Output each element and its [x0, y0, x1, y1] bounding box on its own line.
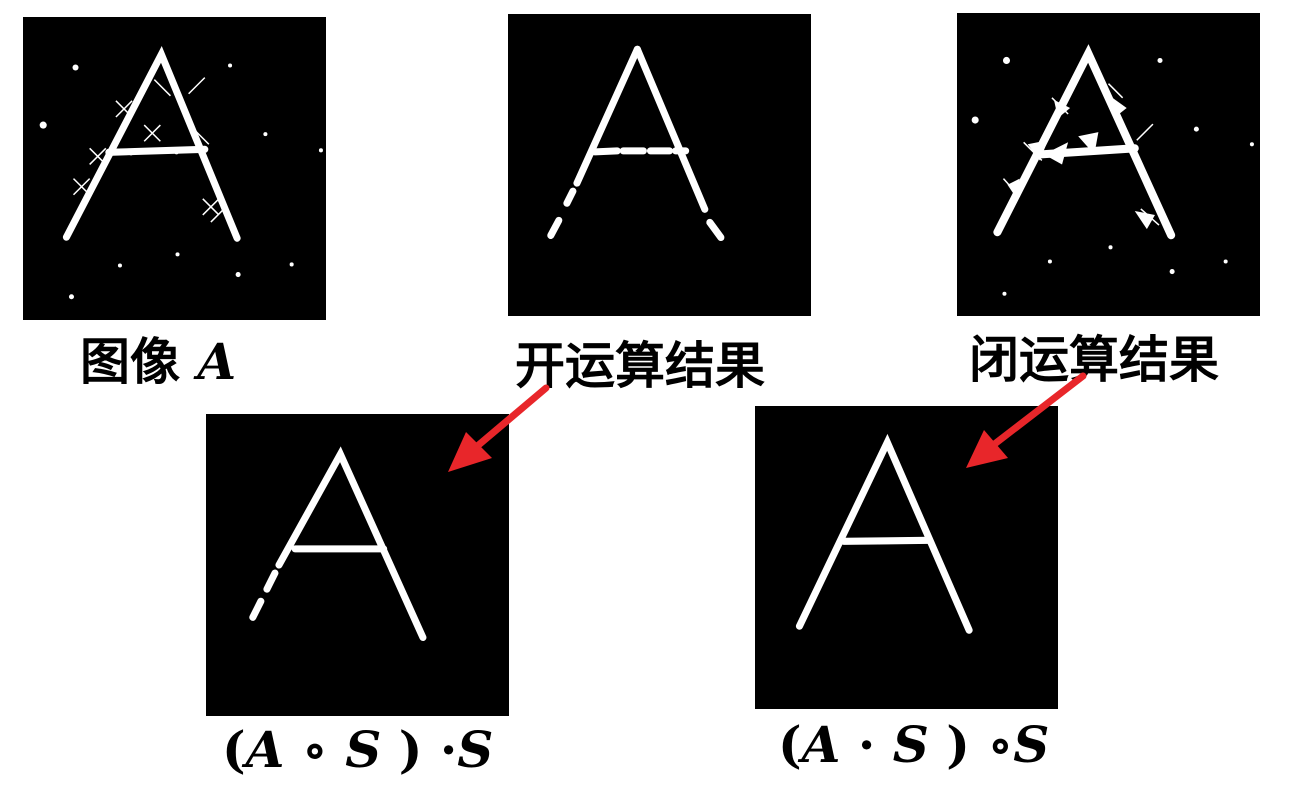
- var-s: S: [457, 720, 494, 779]
- letter-a-noisy-figure: [39, 45, 323, 300]
- var-a: A: [245, 720, 285, 779]
- opening-result-caption: 开运算结果: [515, 336, 765, 395]
- var-s: S: [345, 720, 382, 779]
- letter-a-closed-figure: [971, 44, 1254, 296]
- closing-result-caption: 闭运算结果: [969, 330, 1219, 389]
- open-then-close-panel: [206, 414, 509, 716]
- image-a-caption-var: A: [197, 332, 237, 391]
- close-paren: ): [946, 715, 970, 774]
- open-then-close-caption: (A ∘ S ) ·S: [222, 725, 493, 775]
- closing-operator: ·: [857, 715, 876, 774]
- letter-a-open-close-figure: [249, 446, 427, 642]
- opening-result-panel: [508, 14, 811, 316]
- close-then-open-panel: [755, 406, 1058, 709]
- opening-operator: ∘: [987, 715, 1014, 774]
- opening-operator: ∘: [301, 720, 328, 779]
- letter-a-opened-figure: [547, 45, 725, 242]
- open-paren: (: [778, 715, 802, 774]
- close-then-open-caption: (A · S ) ∘S: [778, 720, 1049, 770]
- var-s: S: [1013, 715, 1050, 774]
- letter-a-close-open-figure: [795, 433, 973, 634]
- closing-result-panel: [957, 13, 1260, 316]
- image-a-caption-text: 图像: [80, 332, 180, 391]
- open-paren: (: [222, 720, 246, 779]
- close-paren: ): [398, 720, 423, 779]
- image-a-caption: 图像 A: [80, 337, 236, 387]
- var-a: A: [801, 715, 841, 774]
- image-a-panel: [23, 17, 326, 320]
- closing-operator: ·: [439, 720, 458, 779]
- var-s: S: [892, 715, 929, 774]
